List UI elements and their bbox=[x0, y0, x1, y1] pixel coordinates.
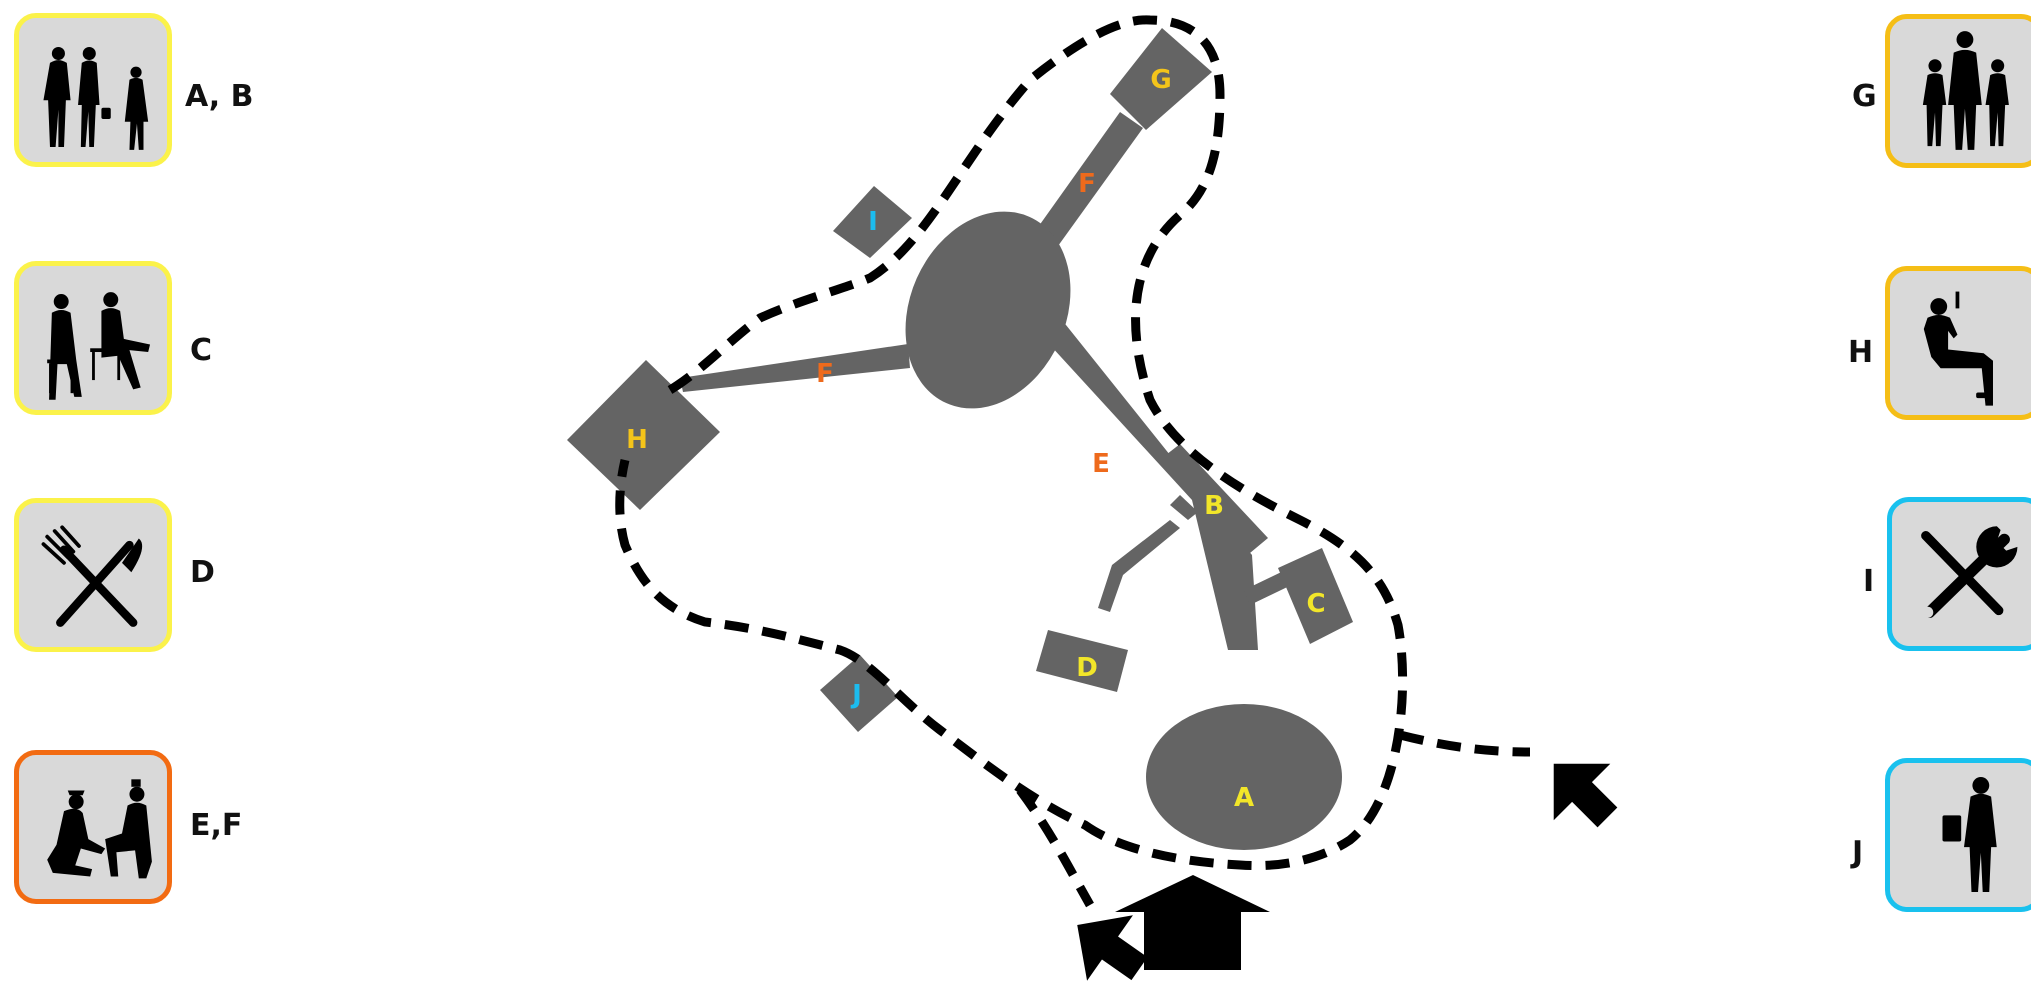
zone-label-f-left: F bbox=[816, 359, 834, 389]
legend-card-c bbox=[14, 261, 172, 415]
corridor-d bbox=[1098, 520, 1180, 612]
legend-label-e-f: E,F bbox=[190, 808, 243, 843]
room-c bbox=[1278, 548, 1353, 644]
legend-card-a-b bbox=[14, 13, 172, 167]
zone-label-c: C bbox=[1306, 589, 1325, 619]
zone-label-j: J bbox=[850, 680, 862, 710]
legend-label-h: H bbox=[1848, 335, 1874, 370]
room-h bbox=[567, 360, 720, 510]
corridor-b bbox=[1170, 495, 1198, 520]
building-shapes bbox=[567, 28, 1353, 850]
exit-arrow-bottom-icon bbox=[1077, 915, 1148, 981]
corridor-f-upper bbox=[1036, 112, 1143, 246]
person-seated-phone-icon bbox=[1923, 291, 1993, 406]
people-sitting-floor-icon bbox=[47, 779, 152, 879]
zone-label-f-upper: F bbox=[1078, 169, 1096, 199]
legend-label-g: G bbox=[1852, 79, 1877, 114]
legend-card-j bbox=[1885, 758, 2031, 912]
legend-label-d: D bbox=[190, 555, 215, 590]
zone-label-i: I bbox=[868, 207, 878, 237]
person-standing-briefcase-icon bbox=[1942, 777, 1997, 893]
zone-label-a: A bbox=[1234, 783, 1254, 813]
zone-label-e: E bbox=[1092, 449, 1110, 479]
room-b bbox=[1162, 444, 1268, 553]
room-d bbox=[1036, 630, 1128, 692]
corridor-f-left bbox=[680, 344, 910, 392]
room-i bbox=[833, 186, 912, 258]
entrance-arrow-icon bbox=[1115, 875, 1270, 970]
room-j bbox=[820, 655, 898, 732]
legend-card-d bbox=[14, 498, 172, 652]
legend-label-i: I bbox=[1863, 564, 1875, 599]
area-a bbox=[1146, 704, 1342, 850]
legend-card-e-f bbox=[14, 750, 172, 904]
room-g bbox=[1110, 28, 1212, 130]
zone-label-g: G bbox=[1150, 65, 1171, 95]
walking-path bbox=[615, 15, 1531, 908]
legend-card-i bbox=[1887, 497, 2031, 651]
people-seated-waiting-icon bbox=[47, 292, 151, 400]
zone-label-b: B bbox=[1204, 491, 1224, 521]
zone-label-d: D bbox=[1076, 653, 1098, 683]
exit-arrow-right-icon bbox=[1553, 763, 1618, 828]
zone-label-h: H bbox=[626, 425, 648, 455]
wrench-screwdriver-icon bbox=[1921, 526, 2018, 618]
legend-label-j: J bbox=[1852, 835, 1864, 870]
fork-knife-icon bbox=[41, 525, 143, 627]
people-walking-shopping-icon bbox=[43, 46, 149, 150]
legend-card-g bbox=[1885, 14, 2031, 168]
legend-label-c: C bbox=[190, 333, 213, 368]
family-group-icon bbox=[1922, 31, 2009, 150]
corridor-e bbox=[1030, 315, 1258, 650]
central-hub bbox=[905, 211, 1071, 409]
legend-label-a-b: A, B bbox=[185, 79, 254, 114]
legend-card-h bbox=[1885, 266, 2031, 420]
